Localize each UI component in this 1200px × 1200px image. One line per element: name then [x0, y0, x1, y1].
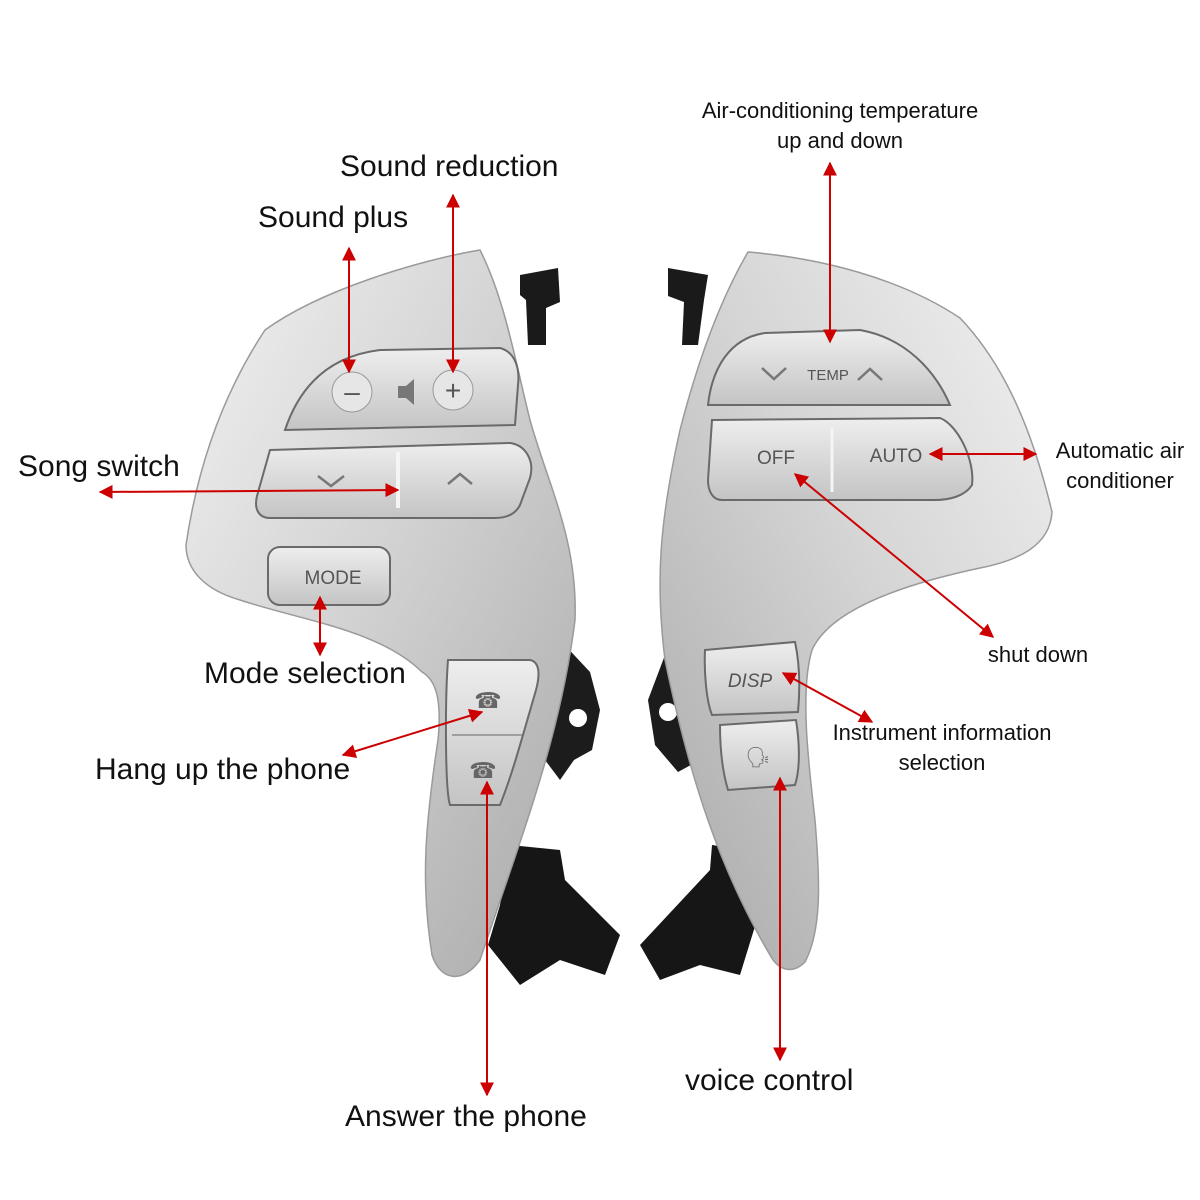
arrow-song-switch [98, 483, 400, 499]
plus-icon: + [445, 375, 461, 406]
mode-button-label: MODE [305, 568, 362, 589]
arrow-instrument-info [781, 672, 874, 723]
callout-sound-plus: Sound plus [258, 201, 409, 234]
left-bottom-bracket [488, 845, 620, 985]
right-top-bracket [668, 268, 708, 345]
answer-phone-icon: ☎ [469, 758, 496, 783]
callout-instrument-info: Instrument information selection [806, 718, 1078, 778]
callout-air-temp-line-2: up and down [777, 128, 903, 153]
callout-instrument-info-line-2: selection [898, 750, 986, 775]
voice-icon: 🗣 [745, 747, 770, 769]
voice-button[interactable] [718, 718, 800, 792]
callout-air-temp-line-1: Air-conditioning temperature [701, 98, 979, 123]
callout-hang-up: Hang up the phone [95, 753, 351, 786]
callout-mode-selection: Mode selection [204, 657, 406, 690]
off-button-label: OFF [757, 448, 795, 469]
arrow-shut-down [793, 473, 995, 638]
left-top-bracket [520, 268, 560, 345]
chevron-up-icon [447, 472, 473, 485]
auto-button-label: AUTO [870, 446, 922, 467]
off-auto-button[interactable] [706, 416, 974, 501]
right-bottom-bracket [640, 845, 760, 980]
speaker-icon [398, 379, 414, 405]
callout-auto-air-line-1: Automatic air [1055, 438, 1185, 463]
bracket-hole [659, 703, 677, 721]
callout-instrument-info-line-1: Instrument information [832, 720, 1052, 745]
hang-up-phone-icon: ☎ [474, 688, 501, 713]
callout-song-switch: Song switch [18, 450, 180, 483]
mode-button[interactable] [267, 546, 391, 606]
minus-icon: – [344, 376, 360, 407]
callout-answer: Answer the phone [345, 1100, 587, 1133]
callout-air-temp: Air-conditioning temperature up and down [640, 96, 1040, 156]
right-switch-assembly: TEMP OFF AUTO DISP 🗣 [640, 251, 1053, 980]
song-switch-button[interactable] [255, 441, 533, 519]
temp-button-label: TEMP [807, 367, 849, 384]
chevron-down-icon [761, 367, 787, 381]
arrow-hang-up [341, 709, 484, 758]
callout-auto-air: Automatic air conditioner [1030, 436, 1200, 496]
callout-sound-reduction: Sound reduction [340, 150, 559, 183]
disp-button-label: DISP [728, 671, 773, 692]
callout-shut-down: shut down [987, 642, 1089, 667]
temp-button[interactable] [706, 328, 952, 406]
bracket-hole [569, 709, 587, 727]
chevron-up-icon [857, 367, 883, 381]
left-switch-assembly: – + MODE ☎ ☎ [185, 249, 620, 985]
arrows [98, 161, 1038, 1097]
callout-auto-air-line-2: conditioner [1066, 468, 1174, 493]
callout-voice-control: voice control [685, 1064, 854, 1097]
